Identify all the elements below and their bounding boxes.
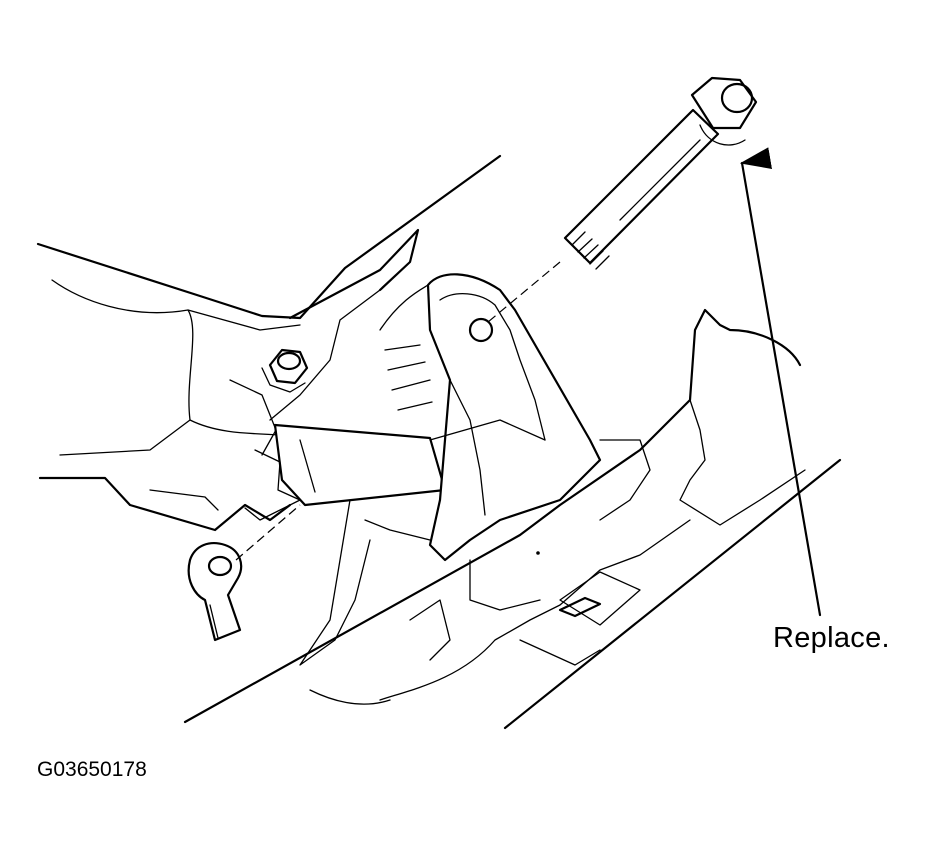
frame-rail-icon (183, 308, 842, 730)
engine-mount-bracket-icon (299, 273, 602, 666)
figure-id-label: G03650178 (37, 758, 147, 781)
long-flange-bolt-icon (563, 76, 758, 270)
bolt-alignment-line (487, 261, 561, 323)
replace-callout-arrow (739, 147, 822, 617)
tab-nut-icon (187, 542, 243, 642)
mount-stud-icon (244, 423, 447, 521)
transmission-housing-icon (36, 154, 502, 532)
tab-nut-alignment-line (235, 504, 301, 561)
flange-nut-icon (261, 348, 309, 393)
replace-callout-label: Replace. (773, 622, 890, 654)
